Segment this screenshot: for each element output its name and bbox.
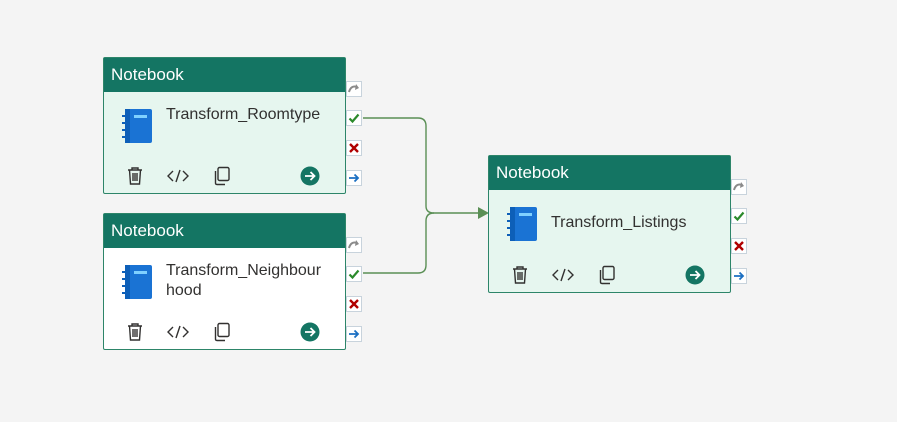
trash-icon[interactable] <box>508 262 532 288</box>
arrow-right-icon[interactable] <box>346 326 362 342</box>
checkmark-icon[interactable] <box>346 266 362 282</box>
arrow-right-icon[interactable] <box>346 170 362 186</box>
activity-transform-neighbourhood[interactable]: Notebook Transform_Neighbourhood <box>103 213 346 350</box>
x-icon[interactable] <box>346 140 362 156</box>
copy-icon[interactable] <box>210 163 234 189</box>
notebook-icon <box>122 265 152 299</box>
trash-icon[interactable] <box>123 163 147 189</box>
code-icon[interactable] <box>166 163 190 189</box>
activity-transform-roomtype[interactable]: Notebook Transform_Roomtype <box>103 57 346 194</box>
activity-toolbar <box>120 163 329 189</box>
run-arrow-icon[interactable] <box>683 262 707 288</box>
notebook-icon <box>122 109 152 143</box>
code-icon[interactable] <box>551 262 575 288</box>
x-icon[interactable] <box>346 296 362 312</box>
connector-neighbourhood-to-listings <box>363 212 435 274</box>
activity-header: Notebook <box>104 214 345 248</box>
trash-icon[interactable] <box>123 319 147 345</box>
copy-icon[interactable] <box>595 262 619 288</box>
activity-header: Notebook <box>489 156 730 190</box>
activity-toolbar <box>120 319 329 345</box>
activity-toolbar <box>505 262 714 288</box>
skip-icon[interactable] <box>731 179 747 195</box>
checkmark-icon[interactable] <box>731 208 747 224</box>
arrow-right-icon[interactable] <box>731 268 747 284</box>
activity-header: Notebook <box>104 58 345 92</box>
skip-icon[interactable] <box>346 81 362 97</box>
activity-transform-listings[interactable]: Notebook Transform_Listings <box>488 155 731 293</box>
checkmark-icon[interactable] <box>346 110 362 126</box>
run-arrow-icon[interactable] <box>298 319 322 345</box>
connector-roomtype-to-listings <box>363 117 478 214</box>
activity-name: Transform_Neighbourhood <box>166 262 322 299</box>
notebook-icon <box>507 207 537 241</box>
run-arrow-icon[interactable] <box>298 163 322 189</box>
code-icon[interactable] <box>166 319 190 345</box>
x-icon[interactable] <box>731 238 747 254</box>
activity-name: Transform_Roomtype <box>166 106 321 123</box>
copy-icon[interactable] <box>210 319 234 345</box>
activity-name: Transform_Listings <box>551 214 687 231</box>
skip-icon[interactable] <box>346 237 362 253</box>
